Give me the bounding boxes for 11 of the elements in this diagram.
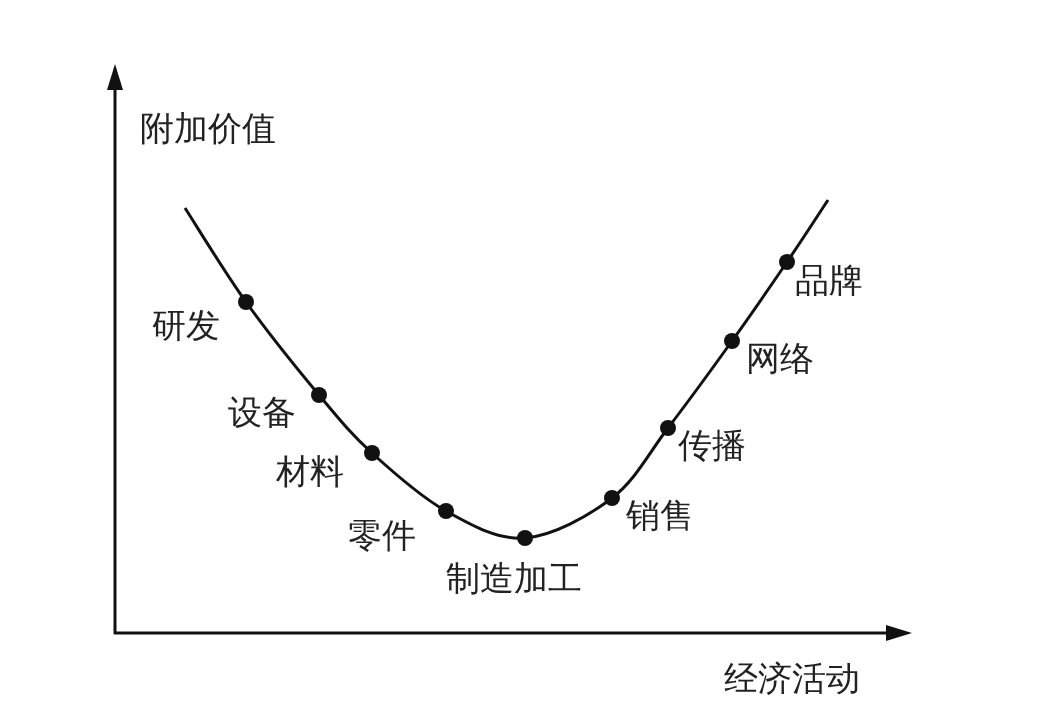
axis-title: 经济活动 — [724, 658, 860, 698]
point-label: 零件 — [348, 515, 416, 555]
point-label: 网络 — [746, 338, 814, 378]
point-label: 研发 — [152, 305, 220, 345]
point-label: 材料 — [276, 451, 344, 491]
axis-title: 附加价值 — [140, 108, 276, 148]
point-label: 制造加工 — [446, 558, 582, 598]
point-label: 品牌 — [795, 260, 863, 300]
point-label: 销售 — [626, 495, 694, 535]
point-label: 传播 — [678, 425, 746, 465]
point-label: 设备 — [228, 392, 296, 432]
